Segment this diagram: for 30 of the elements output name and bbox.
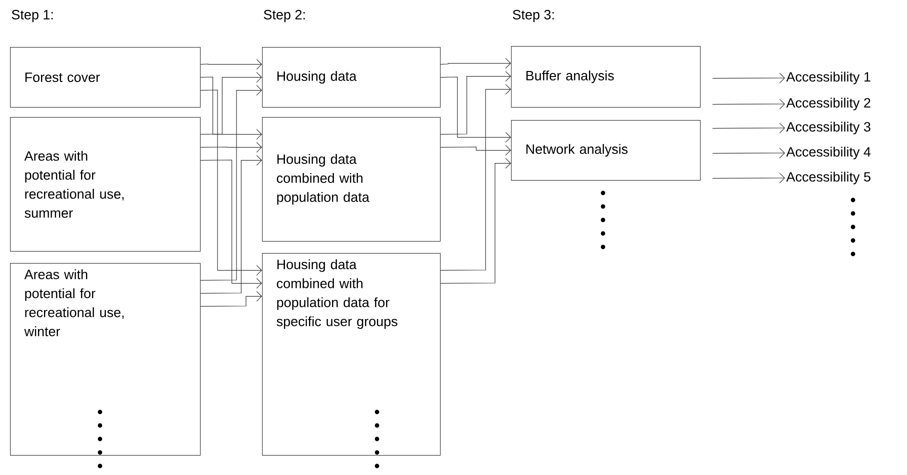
output-label: Accessibility 1 [786,72,870,84]
arrow [712,98,785,110]
process-box: Buffer analysis [511,46,701,108]
arrow [440,145,511,156]
arrow [200,142,262,153]
step-label: Step 3: [512,10,554,22]
arrow [200,291,262,307]
arrow [712,148,785,158]
process-box: Forest cover [10,47,201,108]
output-label: Accessibility 4 [786,146,871,160]
arrow [712,72,785,84]
process-box: Areas with potential for recreational use, summer [10,117,201,252]
output-label: Accessibility 5 [786,172,870,184]
process-box: Network analysis [511,120,701,181]
arrow [440,158,511,284]
process-box: Areas with potential for recreational use, winter [10,263,201,456]
process-box: Housing data combined with population data [262,117,441,242]
arrow [440,84,511,271]
arrow [440,76,511,143]
output-label: Accessibility 2 [786,98,870,110]
step-label: Step 1: [12,10,53,22]
process-box: Housing data combined with population data for specific user groups [262,253,441,456]
process-box: Housing data [262,47,441,108]
arrow [200,59,262,70]
arrow [712,172,785,184]
arrow [440,58,511,69]
arrow [712,122,785,134]
arrow [440,71,511,135]
output-label: Accessibility 3 [786,122,870,134]
step-label: Step 2: [264,10,305,22]
